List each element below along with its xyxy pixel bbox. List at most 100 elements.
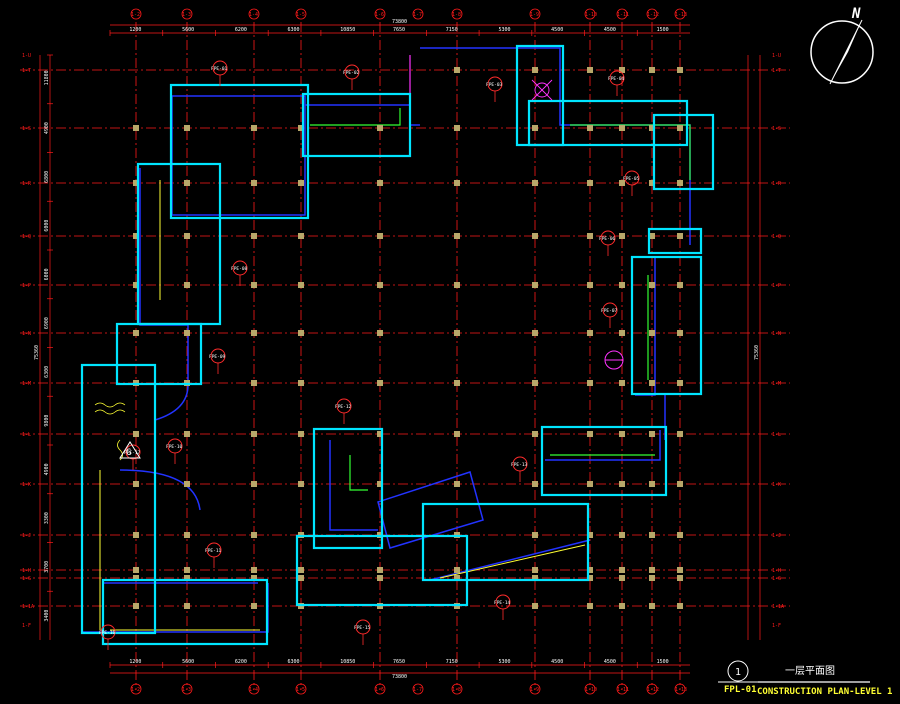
pipe-green-north bbox=[310, 108, 401, 126]
callout-box-12 bbox=[312, 427, 384, 550]
column bbox=[454, 233, 460, 239]
axis-bubble-bottom bbox=[295, 683, 307, 695]
axis-label-left: 1-R bbox=[22, 181, 32, 187]
column bbox=[649, 233, 655, 239]
axis-bubble-top bbox=[451, 8, 463, 20]
column bbox=[677, 575, 683, 581]
column bbox=[649, 575, 655, 581]
axis-bubble-top bbox=[130, 8, 142, 20]
axis-label-right: 1-N bbox=[772, 331, 781, 337]
column bbox=[133, 567, 139, 573]
column bbox=[184, 532, 190, 538]
column bbox=[619, 180, 625, 186]
column bbox=[677, 603, 683, 609]
column bbox=[587, 282, 593, 288]
axis-label-bottom: 1-6 bbox=[375, 687, 384, 693]
axis-label-right: 1-J bbox=[772, 533, 781, 539]
axis-bubble-top bbox=[374, 8, 386, 20]
column bbox=[677, 481, 683, 487]
axis-label-bottom: 1-9 bbox=[530, 687, 539, 693]
column bbox=[587, 567, 593, 573]
dim-bottom-value: 7650 bbox=[393, 659, 405, 665]
column bbox=[251, 125, 257, 131]
dim-left-value: 3700 bbox=[44, 561, 50, 573]
axis-label-bottom: 1-8 bbox=[452, 687, 461, 693]
column bbox=[532, 233, 538, 239]
axis-label-left: 1-L bbox=[22, 432, 31, 438]
column bbox=[532, 180, 538, 186]
axis-label-bottom: 1-5 bbox=[296, 687, 305, 693]
title-block: 1 FPL-01 一层平面图 CONSTRUCTION PLAN-LEVEL 1 bbox=[718, 660, 892, 697]
column bbox=[677, 532, 683, 538]
column bbox=[619, 330, 625, 336]
column bbox=[251, 532, 257, 538]
dim-top-value: 4500 bbox=[604, 27, 616, 33]
axis-label-right: 1-S bbox=[772, 126, 781, 132]
dim-top-value: 1500 bbox=[657, 27, 669, 33]
dim-top-value: 7150 bbox=[446, 27, 458, 33]
column bbox=[184, 481, 190, 487]
axis-label-left: 1-F bbox=[22, 623, 31, 629]
callout-tag-label: FPE-02 bbox=[343, 70, 360, 76]
axis-label-left: 1-S bbox=[22, 126, 31, 132]
dim-top-value: 5600 bbox=[182, 27, 194, 33]
axis-label-bottom: 1-13 bbox=[675, 687, 687, 693]
column bbox=[377, 567, 383, 573]
column bbox=[377, 380, 383, 386]
dim-top-value: 5300 bbox=[498, 27, 510, 33]
dim-bottom-value: 5600 bbox=[182, 659, 194, 665]
dim-bottom-value: 4500 bbox=[604, 659, 616, 665]
axis-label-bottom: 1-4 bbox=[249, 687, 258, 693]
callout-boxes bbox=[80, 44, 715, 646]
axis-label-bottom: 1-7 bbox=[413, 687, 422, 693]
dim-left-value: 9800 bbox=[44, 415, 50, 427]
axis-bubble-top bbox=[181, 8, 193, 20]
column bbox=[184, 575, 190, 581]
axis-label-left: 1-M bbox=[22, 381, 31, 387]
column bbox=[619, 380, 625, 386]
column bbox=[649, 125, 655, 131]
callout-tag-label: FPE-10 bbox=[166, 444, 183, 450]
column bbox=[587, 481, 593, 487]
pipe-yellow-angled bbox=[439, 544, 586, 579]
axis-label-top: 1-11 bbox=[617, 12, 629, 18]
column bbox=[377, 180, 383, 186]
column bbox=[133, 233, 139, 239]
column bbox=[184, 180, 190, 186]
column bbox=[251, 603, 257, 609]
column bbox=[133, 282, 139, 288]
axis-bubble-bottom bbox=[181, 683, 193, 695]
axis-label-left: 1-K bbox=[22, 482, 31, 488]
axis-label-top: 1-9 bbox=[530, 12, 539, 18]
column bbox=[133, 180, 139, 186]
axis-bubble-top bbox=[646, 8, 658, 20]
column bbox=[532, 431, 538, 437]
column bbox=[587, 67, 593, 73]
axis-bubble-bottom bbox=[412, 683, 424, 695]
column bbox=[251, 330, 257, 336]
column bbox=[587, 233, 593, 239]
column bbox=[649, 330, 655, 336]
callout-box-1 bbox=[169, 83, 310, 220]
axis-label-bottom: 1-10 bbox=[585, 687, 597, 693]
title-english: CONSTRUCTION PLAN-LEVEL 1 bbox=[757, 687, 892, 697]
dim-left-value: 3300 bbox=[44, 512, 50, 524]
axis-bubble-top bbox=[529, 8, 541, 20]
sheet-number-circle bbox=[727, 660, 749, 682]
axis-label-top: 1-12 bbox=[647, 12, 659, 18]
column bbox=[619, 233, 625, 239]
dim-left-value: 6000 bbox=[44, 220, 50, 232]
axis-bubble-top bbox=[248, 8, 260, 20]
column bbox=[184, 330, 190, 336]
column bbox=[532, 67, 538, 73]
dim-bottom-value: 6200 bbox=[235, 659, 247, 665]
column bbox=[184, 603, 190, 609]
column bbox=[298, 330, 304, 336]
column bbox=[377, 233, 383, 239]
column bbox=[298, 125, 304, 131]
callout-box-11 bbox=[101, 578, 269, 646]
axis-bubble-top bbox=[295, 8, 307, 20]
column bbox=[454, 67, 460, 73]
angled-block bbox=[377, 471, 484, 549]
